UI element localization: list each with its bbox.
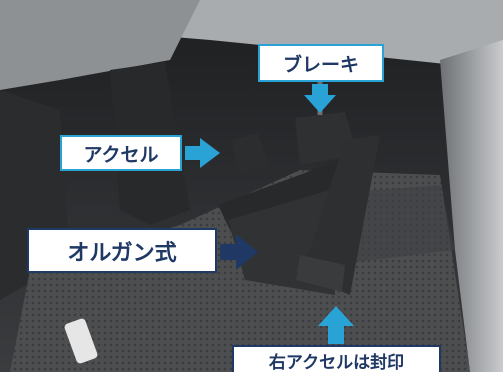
pedal-heel-plate <box>296 255 345 292</box>
right-arrow-icon <box>185 138 220 168</box>
organ-pedal-frame <box>218 160 345 230</box>
right-arrow-icon <box>220 234 258 270</box>
right-accelerator-pedal <box>298 135 380 295</box>
steering-column-trim <box>0 0 200 90</box>
down-arrow-icon <box>304 84 336 113</box>
up-arrow-icon <box>318 306 354 344</box>
right-accelerator-sealed-label: 右アクセルは封印 <box>232 345 441 372</box>
left-accelerator-pedal <box>232 133 268 175</box>
mat-clip <box>64 318 98 364</box>
right-side-panel <box>440 40 503 372</box>
accelerator-label: アクセル <box>60 135 182 171</box>
brake-label: ブレーキ <box>258 44 384 82</box>
organ-type-label: オルガン式 <box>27 228 217 273</box>
